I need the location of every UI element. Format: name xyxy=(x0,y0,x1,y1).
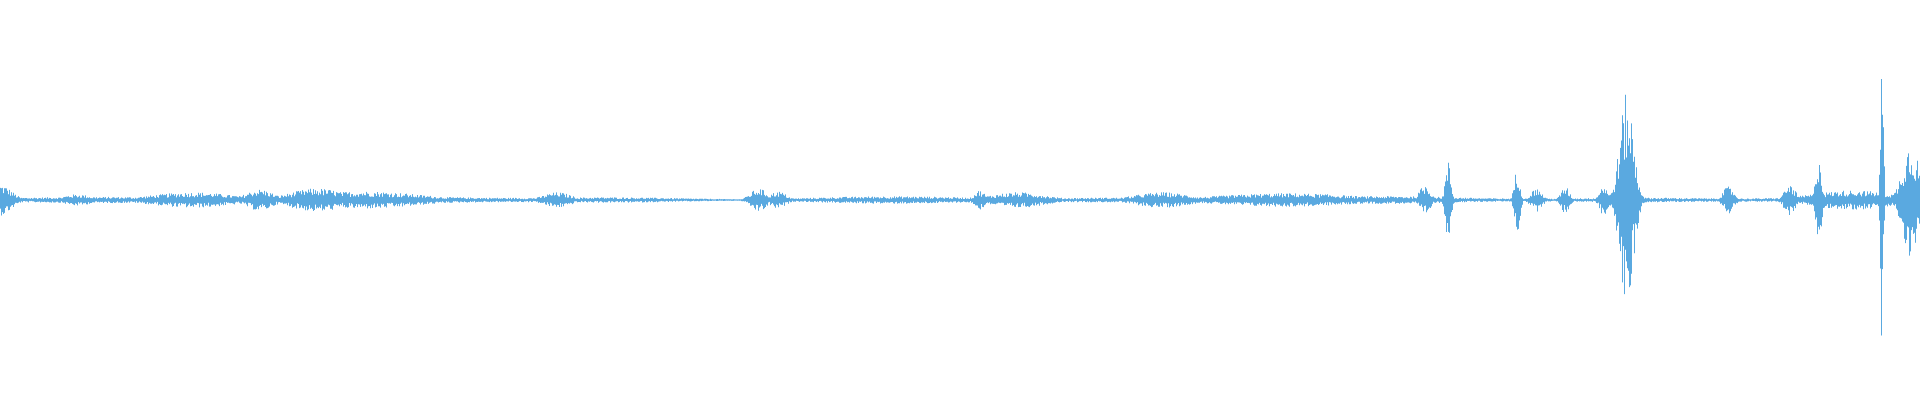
waveform-bars xyxy=(0,79,1920,336)
waveform-path xyxy=(0,79,1920,336)
